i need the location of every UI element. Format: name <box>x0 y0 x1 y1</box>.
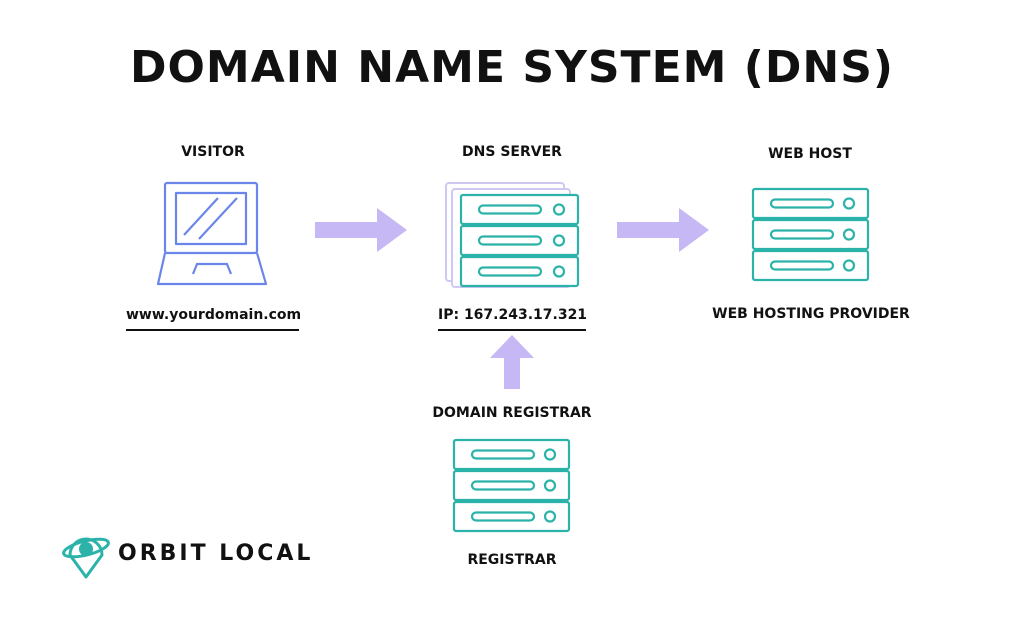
laptop-icon <box>156 181 268 286</box>
web-host-heading: WEB HOST <box>768 146 852 162</box>
domain-registrar-heading: DOMAIN REGISTRAR <box>432 405 592 421</box>
page-title: DOMAIN NAME SYSTEM (DNS) <box>130 42 894 93</box>
arrow-up-icon <box>490 335 534 389</box>
dns-ip-address: IP: 167.243.17.321 <box>438 307 587 331</box>
server-icon <box>751 187 870 282</box>
visitor-domain: www.yourdomain.com <box>126 307 301 331</box>
server-stack-icon <box>445 182 580 288</box>
arrow-right-icon <box>315 208 407 252</box>
dns-server-heading: DNS SERVER <box>462 144 562 160</box>
visitor-heading: VISITOR <box>181 144 245 160</box>
arrow-right-icon <box>617 208 709 252</box>
web-host-caption: WEB HOSTING PROVIDER <box>712 306 910 322</box>
brand-name: ORBIT LOCAL <box>118 541 314 566</box>
registrar-caption: REGISTRAR <box>467 552 557 568</box>
orbit-pin-logo-icon <box>62 537 110 579</box>
server-icon <box>452 438 571 533</box>
